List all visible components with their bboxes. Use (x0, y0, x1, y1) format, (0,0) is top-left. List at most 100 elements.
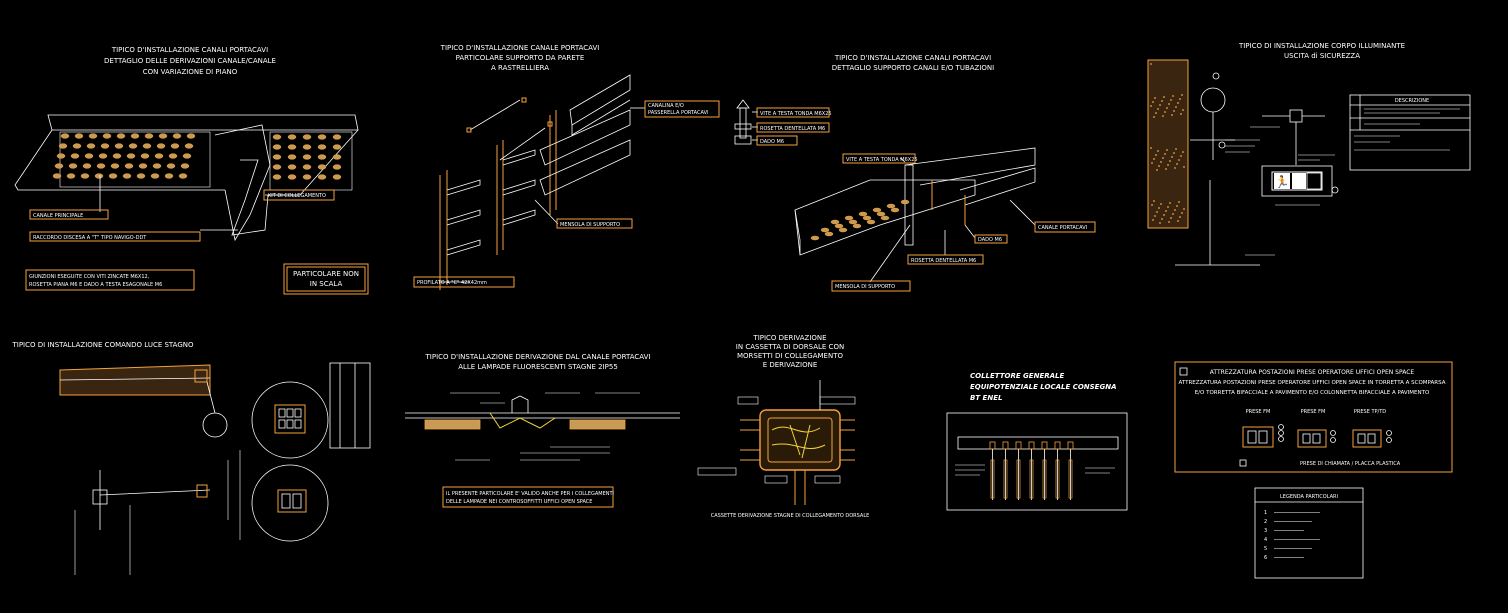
upper-tray-side (959, 167, 1036, 206)
wall-speck (1168, 103, 1170, 105)
panel-workstation-outlets: ATTREZZATURA POSTAZIONI PRESE OPERATORE … (1174, 361, 1453, 473)
panel3-title-2: DETTAGLIO SUPPORTO CANALI E/O TUBAZIONI (832, 64, 994, 72)
label-canale-portacavi: CANALE PORTACAVI (1038, 225, 1087, 231)
descent-fitting-inner (231, 159, 269, 236)
legend-item-number: 5 (1264, 546, 1267, 552)
terminal-wires (771, 424, 826, 459)
slot-hole (848, 219, 858, 225)
label-vite-2: VITE A TESTA TONDA M6X25 (846, 157, 918, 163)
label-raccordo: RACCORDO DISCESA A "T" TIPO NAVIGO-DDT (33, 235, 147, 241)
slot-hole (180, 163, 190, 169)
collector-frame (946, 412, 1128, 511)
slot-hole (900, 199, 910, 205)
workstation-frame (1174, 361, 1453, 473)
slot-hole (302, 174, 312, 180)
panel6-title-1: TIPICO D'INSTALLAZIONE DERIVAZIONE DAL C… (425, 353, 651, 361)
label-mensola-2: MENSOLA DI SUPPORTO (835, 284, 895, 290)
wall-speck (1183, 166, 1185, 168)
slot-hole (56, 153, 66, 159)
panel2-title-2: PARTICOLARE SUPPORTO DA PARETE (456, 54, 585, 62)
junction-box-body (759, 409, 841, 471)
slot-hole (820, 227, 830, 233)
slot-hole (186, 133, 196, 139)
conductor-sleeve (1055, 459, 1060, 499)
panel1-title-3: CON VARIAZIONE DI PIANO (143, 68, 238, 76)
slot-hole (60, 133, 70, 139)
slot-hole (88, 133, 98, 139)
panel-emergency-light: TIPICO DI INSTALLAZIONE CORPO ILLUMINANT… (1147, 42, 1471, 266)
slot-hole (872, 207, 882, 213)
wall-speck (1180, 113, 1182, 115)
slot-hole (68, 163, 78, 169)
wall-speck (1177, 102, 1179, 104)
wall-speck (1161, 218, 1163, 220)
switch-table (329, 362, 371, 449)
prese-label-2: PRESE FM (1301, 409, 1326, 415)
wall-speck (1170, 217, 1172, 219)
slot-hole (287, 144, 297, 150)
rack-profile-back (496, 140, 504, 255)
panel-equipotential-collector: COLLETTORE GENERALE EQUIPOTENZIALE LOCAL… (946, 372, 1128, 511)
wire-path (489, 412, 556, 429)
wall-speck (1182, 109, 1184, 111)
slot-hole (136, 173, 146, 179)
conduit-lines (99, 470, 211, 530)
slot-hole (138, 163, 148, 169)
wall-speck (1158, 165, 1160, 167)
label-kit-collegamento: KIT DI COLLEGAMENTO (268, 193, 326, 199)
slot-hole (112, 153, 122, 159)
slot-hole (272, 164, 282, 170)
exit-figure-icon: 🏃 (1275, 175, 1290, 189)
slot-hole (287, 154, 297, 160)
conductor-sleeve (1016, 459, 1021, 499)
slot-hole (80, 173, 90, 179)
wall-speck (1175, 148, 1177, 150)
wall-speck (1156, 211, 1158, 213)
label-passerella: PASSERELLA PORTACAVI (648, 110, 709, 116)
slot-hole (858, 211, 868, 217)
panel3-title-1: TIPICO D'INSTALLAZIONE CANALI PORTACAVI (834, 54, 991, 62)
slot-hole (152, 163, 162, 169)
prese-label-3: PRESE TP/TD (1354, 409, 1386, 415)
legend-text-lines (1354, 108, 1460, 151)
wall-speck (1176, 205, 1178, 207)
wall-speck (1159, 104, 1161, 106)
wall-speck (1172, 213, 1174, 215)
terminal (1041, 441, 1048, 450)
slot-hole (302, 144, 312, 150)
panel-cable-tray-branch: TIPICO D'INSTALLAZIONE CANALI PORTACAVI … (14, 46, 369, 295)
lamp-right (569, 419, 626, 430)
label-canale-principale: CANALE PRINCIPALE (33, 213, 83, 219)
rack-profile-front (439, 170, 448, 290)
slot-hole (834, 223, 844, 229)
wall-speck (1182, 151, 1184, 153)
wall-speck (1161, 100, 1163, 102)
screw-icon (734, 99, 752, 145)
slot-hole (184, 143, 194, 149)
slot-hole (98, 153, 108, 159)
terminal (1002, 441, 1009, 450)
wall-speck (1153, 116, 1155, 118)
wall-speck (1158, 207, 1160, 209)
slot-hole (272, 154, 282, 160)
panel4-title-2: USCITA di SICUREZZA (1284, 52, 1360, 60)
wall-speck (1166, 149, 1168, 151)
slot-hole (302, 134, 312, 140)
junction-box (1289, 109, 1303, 123)
slot-hole (302, 164, 312, 170)
wall-speck (1179, 98, 1181, 100)
switch-plates (274, 404, 307, 513)
panel7-title-2: IN CASSETTA DI DORSALE CON (736, 343, 844, 351)
legend-box (1349, 94, 1471, 171)
slot-hole (272, 134, 282, 140)
panel7-title-3: MORSETTI DI COLLEGAMENTO (737, 352, 843, 360)
wall-speck (1152, 219, 1154, 221)
wall-speck (1173, 152, 1175, 154)
tray-slots (59, 131, 353, 191)
legend-header: DESCRIZIONE (1395, 98, 1429, 104)
wall-speck (1165, 168, 1167, 170)
slot-hole (154, 153, 164, 159)
slot-hole (838, 227, 848, 233)
